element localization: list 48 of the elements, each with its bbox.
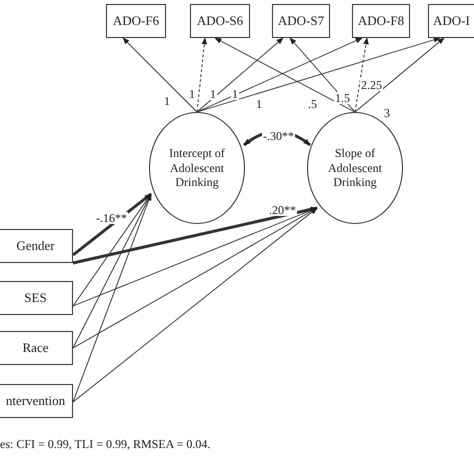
node-label: SES	[24, 290, 47, 306]
variable-box	[0, 384, 73, 418]
edge-label: 2.25	[360, 79, 383, 91]
edge-label: 1.5	[334, 92, 351, 104]
edge-label: .20**	[268, 204, 297, 216]
arrow	[72, 193, 152, 402]
edge-label: 3	[383, 107, 391, 119]
arrow	[196, 37, 441, 112]
arrow	[214, 38, 356, 112]
edge-label: 1	[255, 98, 263, 110]
arrow	[196, 38, 284, 112]
edge-label: -.30**	[262, 130, 295, 142]
variable-box	[0, 281, 73, 315]
edge-label: 1	[163, 95, 171, 107]
edge-label: -.16**	[95, 212, 128, 224]
variable-box	[190, 4, 250, 38]
edge-label: 1	[209, 88, 217, 100]
arrow	[72, 193, 152, 348]
node-label: ADO-F8	[358, 13, 404, 29]
edge-label: 1	[188, 88, 196, 100]
node-label: ADO-S7	[278, 13, 324, 29]
edge-label: 1	[231, 88, 239, 100]
variable-box	[0, 229, 73, 263]
arrow	[196, 37, 208, 112]
arrow	[72, 206, 318, 264]
variable-box	[0, 331, 73, 365]
variable-box	[272, 4, 330, 38]
arrow	[122, 38, 198, 112]
arrow	[290, 37, 356, 112]
variable-box	[106, 4, 166, 38]
edge-label: .5	[307, 98, 318, 110]
arrow	[72, 208, 318, 348]
node-label: ADO-S6	[196, 13, 244, 29]
arrow	[72, 208, 318, 402]
node-label: Gender	[16, 238, 55, 254]
latent-variable-ellipse	[149, 112, 245, 224]
node-label: Race	[22, 340, 48, 356]
variable-box	[352, 4, 410, 38]
variable-box	[428, 4, 474, 38]
note-text: es: CFI = 0.99, TLI = 0.99, RMSEA = 0.04.	[0, 437, 210, 452]
arrow	[354, 38, 445, 112]
arrow	[72, 208, 318, 306]
arrow	[72, 193, 152, 306]
arrow	[354, 37, 369, 112]
node-label: ADO-I	[433, 13, 470, 29]
node-label: ntervention	[6, 393, 66, 409]
arrow	[196, 38, 363, 112]
node-label: ADO-F6	[112, 13, 160, 29]
